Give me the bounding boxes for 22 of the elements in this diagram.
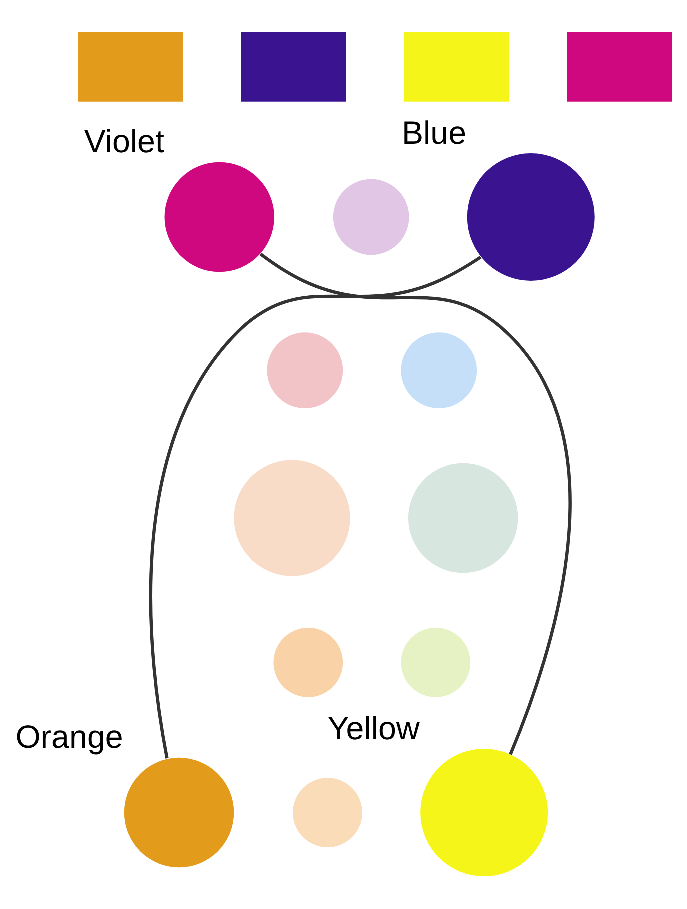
node-circle xyxy=(333,179,410,256)
node-circle xyxy=(274,628,344,698)
node-label: Orange xyxy=(16,719,124,756)
node-circle xyxy=(293,778,362,848)
node-circle xyxy=(164,162,274,272)
node-circle xyxy=(401,332,478,408)
node-circle xyxy=(267,332,344,408)
node-circle xyxy=(124,758,234,868)
node-box xyxy=(241,32,346,102)
node-circle xyxy=(401,628,471,698)
connector xyxy=(260,252,572,756)
node-circle xyxy=(420,749,548,877)
node-circle xyxy=(234,460,350,576)
node-circle xyxy=(467,154,595,281)
node-label: Blue xyxy=(402,114,467,151)
node-label: Violet xyxy=(84,124,164,160)
connector xyxy=(149,256,482,759)
node-circle xyxy=(408,463,518,574)
node-label: Yellow xyxy=(328,710,420,746)
node-box xyxy=(78,32,184,102)
node-box xyxy=(404,32,510,102)
node-box xyxy=(567,32,672,102)
